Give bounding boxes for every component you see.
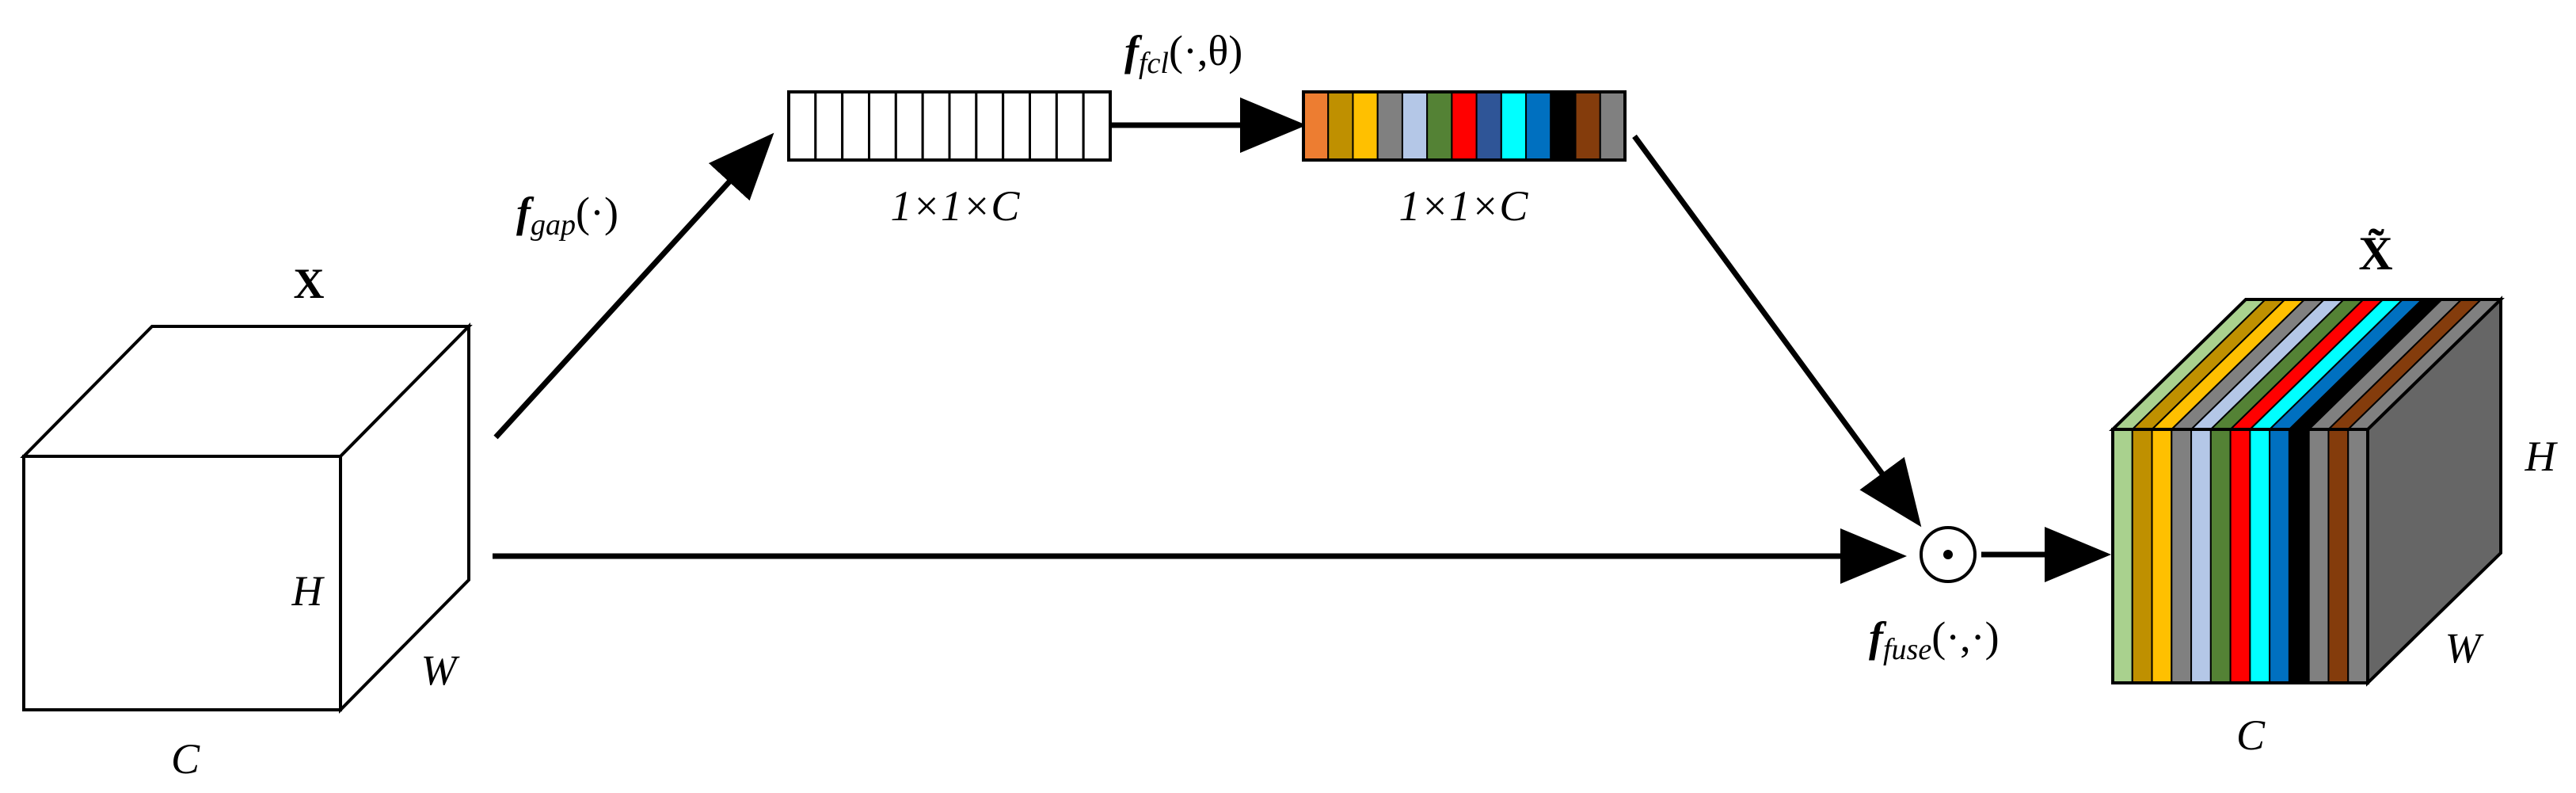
output-cube-width-label: W — [2445, 624, 2485, 672]
gap-vector-cell — [1002, 90, 1031, 162]
gap-vector-cell — [975, 90, 1005, 162]
gap-arrow — [493, 132, 774, 440]
fuse-func-subscript: fuse — [1883, 633, 1931, 666]
weight-vector-cell — [1550, 91, 1577, 161]
gap-vector-cell — [1055, 90, 1085, 162]
output-cube-slice-front — [2112, 429, 2133, 684]
fcl-func-subscript: fcl — [1139, 47, 1169, 80]
output-cube-slice-front — [2308, 429, 2330, 684]
gap-vector — [787, 90, 1112, 162]
output-cube-top-border — [2109, 298, 2505, 431]
fuse-operator-dot — [1943, 550, 1953, 559]
fcl-function-label: ffcl(·,θ) — [1124, 27, 1242, 80]
weight-vector-cell — [1525, 91, 1552, 161]
output-cube-slice-front — [2209, 429, 2232, 684]
output-cube-slice-front — [2131, 429, 2153, 684]
output-cube-slice-front — [2151, 429, 2173, 684]
gap-func-subscript: gap — [531, 208, 576, 242]
gap-vector-border — [787, 90, 1112, 162]
fuse-function-label: ffuse(·,·) — [1869, 613, 2000, 666]
fcl-func-args: (·,θ) — [1169, 27, 1242, 74]
output-cube-slice-front — [2190, 429, 2212, 684]
fuse-operator — [1920, 526, 1977, 583]
gap-vector-cell — [868, 90, 897, 162]
output-cube-slice-front — [2229, 429, 2251, 684]
input-cube-channel-label: C — [171, 735, 200, 783]
output-cube-channel-label: C — [2236, 711, 2266, 759]
weight-vector-cell — [1475, 91, 1502, 161]
gap-vector-cell — [1029, 90, 1058, 162]
svg-text:fgap(·): fgap(·) — [516, 189, 618, 242]
output-cube-slice-front — [2327, 429, 2350, 684]
input-cube-width-label: W — [421, 646, 461, 694]
weight-vector-cell — [1303, 91, 1330, 161]
gap-func-symbol: f — [516, 189, 535, 236]
weight-vector-border — [1302, 90, 1627, 162]
gap-vector-label: 1×1×C — [891, 182, 1021, 230]
fcl-func-symbol: f — [1124, 27, 1143, 74]
weight-vector-cell — [1426, 91, 1453, 161]
fuse-func-symbol: f — [1869, 613, 1887, 661]
output-cube-slice-front — [2288, 429, 2310, 684]
gap-vector-cell — [894, 90, 924, 162]
gap-vector-cell — [921, 90, 951, 162]
weight-vector-cell — [1599, 91, 1627, 161]
weight-vector-cell — [1451, 91, 1478, 161]
input-cube-height-label: H — [291, 567, 325, 615]
weights-to-fuse-arrow — [1632, 134, 1922, 528]
output-cube-slice-front — [2171, 429, 2193, 684]
gap-vector-cell — [841, 90, 870, 162]
gap-vector-cell — [814, 90, 844, 162]
weight-vector-label: 1×1×C — [1399, 182, 1529, 230]
gap-vector-cell — [1082, 90, 1112, 162]
svg-text:ffcl(·,θ): ffcl(·,θ) — [1124, 27, 1242, 80]
gap-func-args: (·) — [576, 189, 618, 236]
gap-vector-cell — [948, 90, 978, 162]
weight-vector-cell — [1352, 91, 1379, 161]
weight-vector-cell — [1500, 91, 1528, 161]
output-cube-slice-front — [2249, 429, 2271, 684]
weight-vector-cell — [1574, 91, 1601, 161]
weight-vector-cell — [1327, 91, 1354, 161]
svg-text:ffuse(·,·): ffuse(·,·) — [1869, 613, 2000, 666]
weight-vector-cell — [1376, 91, 1403, 161]
output-cube-height-label: H — [2525, 433, 2559, 480]
fuse-func-args: (·,·) — [1931, 613, 1999, 661]
input-cube-label: X — [294, 260, 325, 307]
output-cube-slice-front — [2347, 429, 2369, 684]
weight-vector-cell — [1401, 91, 1429, 161]
input-cube-side-face — [339, 322, 470, 714]
output-cube-slice-front — [2269, 429, 2290, 684]
input-cube — [20, 322, 473, 714]
output-cube — [2109, 295, 2505, 687]
gap-function-label: fgap(·) — [516, 189, 618, 242]
output-cube-label: X̃ — [2358, 227, 2392, 280]
gap-vector-cell — [787, 90, 817, 162]
weight-vector — [1302, 90, 1627, 162]
